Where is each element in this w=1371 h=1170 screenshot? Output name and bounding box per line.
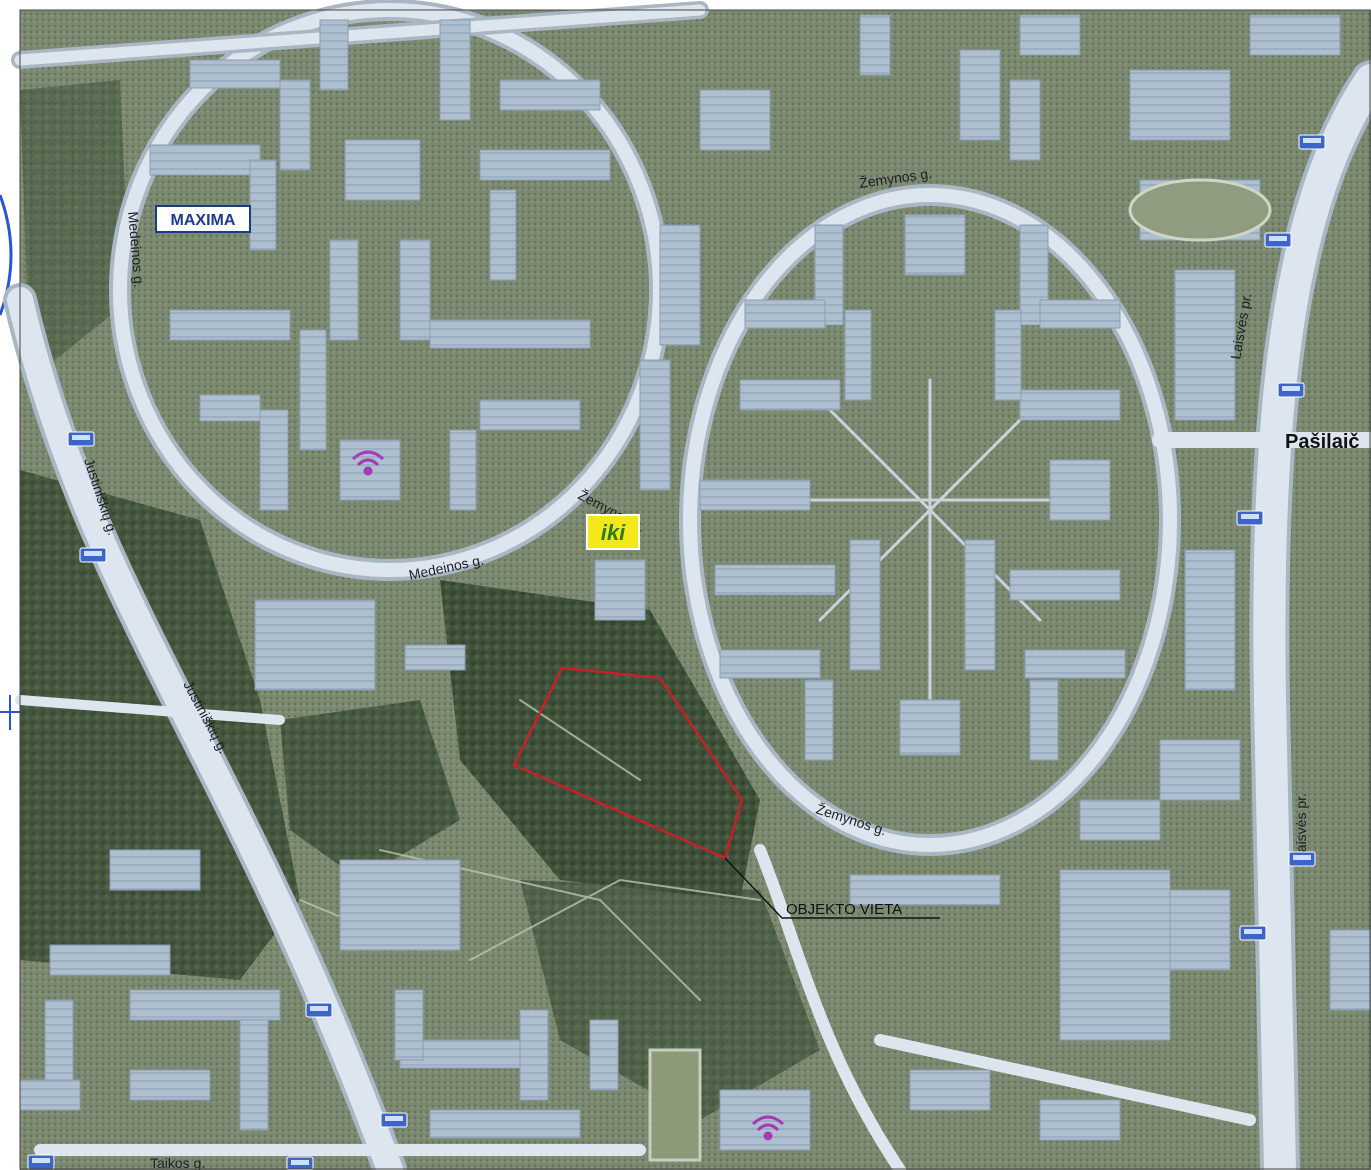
street-label-taikos: Taikos g.: [150, 1155, 205, 1170]
sports-field: [648, 1048, 702, 1162]
maxima-logo[interactable]: MAXIMA: [155, 205, 251, 233]
wifi-icon: [751, 1115, 785, 1141]
stadium-track: [1128, 178, 1272, 242]
bus-stop-icon: [79, 547, 107, 563]
map-frame: [19, 9, 1371, 1170]
bus-stop-icon: [1239, 925, 1267, 941]
site-outline: [512, 666, 744, 860]
wifi-icon: [351, 450, 385, 476]
bus-stop-icon: [305, 1002, 333, 1018]
bus-stop-icon: [1264, 232, 1292, 248]
forest-areas: [20, 80, 820, 1120]
street-label-medeinos-left: Medeinos g.: [125, 211, 148, 288]
bus-stop-icon: [380, 1112, 408, 1128]
maxima-logo-text: MAXIMA: [171, 212, 236, 229]
iki-logo-text: iki: [601, 520, 626, 545]
map-margin: [0, 0, 20, 1170]
bus-stop-icon: [1277, 382, 1305, 398]
leader-line: [724, 857, 940, 919]
iki-logo[interactable]: iki: [586, 514, 640, 550]
bus-stop-icon: [1298, 134, 1326, 150]
bus-stop-icon: [27, 1154, 55, 1170]
buildings: [19, 14, 1371, 1151]
bus-stops: [27, 134, 1326, 1170]
bus-stop-icon: [67, 431, 95, 447]
bus-stop-icon: [1236, 510, 1264, 526]
street-label-laisves-lower: Laisvės pr.: [1293, 793, 1309, 860]
site-label: OBJEKTO VIETA: [786, 901, 902, 918]
bus-stop-icon: [1288, 851, 1316, 867]
place-label-pasilaiciai: Pašilaič: [1285, 431, 1360, 453]
bus-stop-icon: [286, 1156, 314, 1170]
